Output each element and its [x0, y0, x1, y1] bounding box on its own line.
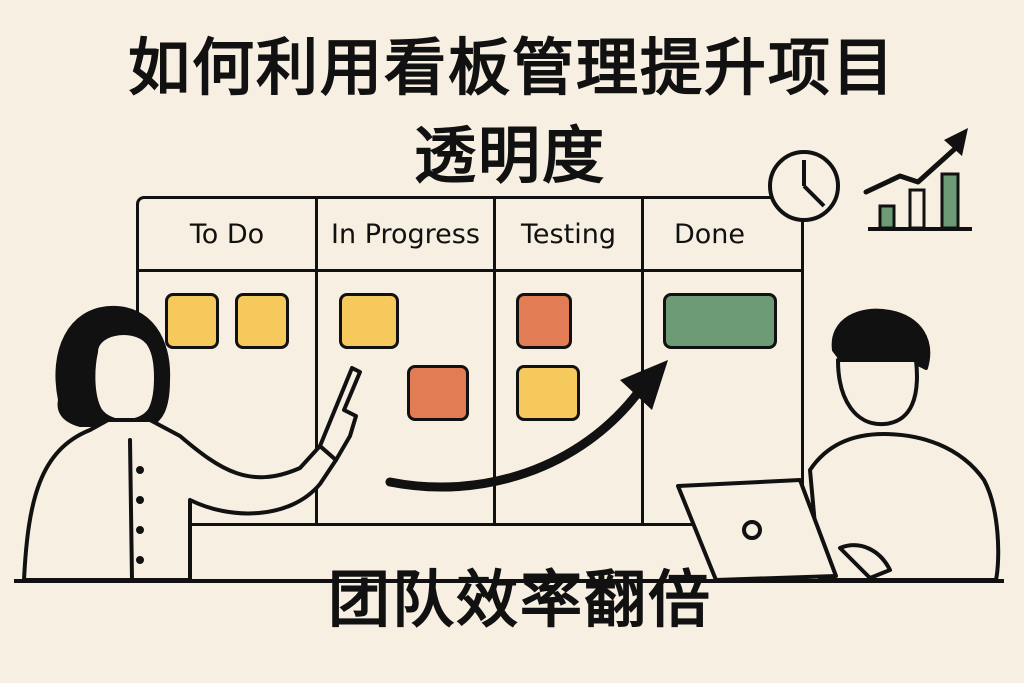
task-card[interactable] [516, 365, 580, 421]
subtitle: 团队效率翻倍 [327, 563, 712, 636]
task-card[interactable] [516, 293, 572, 349]
woman-figure [22, 305, 362, 582]
column-header-in-progress: In Progress [331, 219, 480, 250]
growth-chart-icon [863, 128, 972, 231]
clock-icon [768, 150, 840, 222]
column-header-done: Done [674, 219, 746, 250]
task-card[interactable] [165, 293, 219, 349]
column-divider [641, 199, 644, 523]
column-divider [315, 199, 318, 523]
laptop-icon [676, 478, 892, 582]
task-card-done[interactable] [663, 293, 777, 349]
task-card[interactable] [339, 293, 399, 349]
kanban-board: To Do In Progress Testing Done [136, 196, 804, 526]
column-header-todo: To Do [189, 219, 265, 250]
man-figure [808, 308, 1001, 582]
task-card[interactable] [407, 365, 469, 421]
board-header-divider [139, 269, 801, 272]
task-card[interactable] [235, 293, 289, 349]
column-divider [493, 199, 496, 523]
column-header-testing: Testing [521, 219, 616, 250]
page-title: 如何利用看板管理提升项目 [127, 31, 896, 104]
progress-arrow-icon [385, 360, 668, 492]
page-title-line2: 透明度 [413, 119, 606, 192]
